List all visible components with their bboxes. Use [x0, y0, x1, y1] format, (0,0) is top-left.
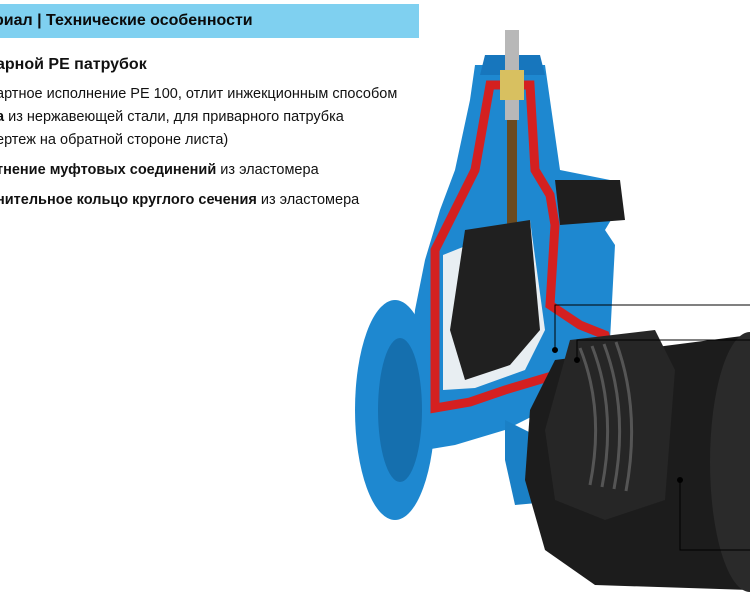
pe-description-line-1: артное исполнение PE 100, отлит инжекцио…: [0, 86, 398, 102]
pe-description-rest: из нержавеющей стали, для приварного пат…: [4, 109, 344, 125]
pe-description-line-2: а из нержавеющей стали, для приварного п…: [0, 109, 344, 125]
seal-rest: из эластомера: [216, 162, 319, 178]
pe-heading: арной PE патрубок: [0, 56, 147, 73]
gate-wedge: [450, 220, 540, 380]
page-title: риал | Технические особенности: [0, 12, 253, 29]
oring-rest: из эластомера: [256, 192, 360, 208]
oring-line: нительное кольцо круглого сечения из эла…: [0, 192, 359, 208]
seal-line: тнение муфтовых соединений из эластомера: [0, 162, 319, 178]
leader-lines: [552, 304, 750, 551]
pe-description-bold: а: [0, 109, 5, 125]
valve-cutaway-illustration: [355, 30, 750, 592]
header-bar: риал | Технические особенности: [0, 4, 419, 38]
seal-bold: тнение муфтовых соединений: [0, 162, 217, 178]
pe-pipe: [525, 330, 750, 592]
valve-stem: [500, 30, 524, 240]
oring-bold: нительное кольцо круглого сечения: [0, 192, 257, 208]
pe-description-line-3: ертеж на обратной стороне листа): [0, 132, 229, 148]
